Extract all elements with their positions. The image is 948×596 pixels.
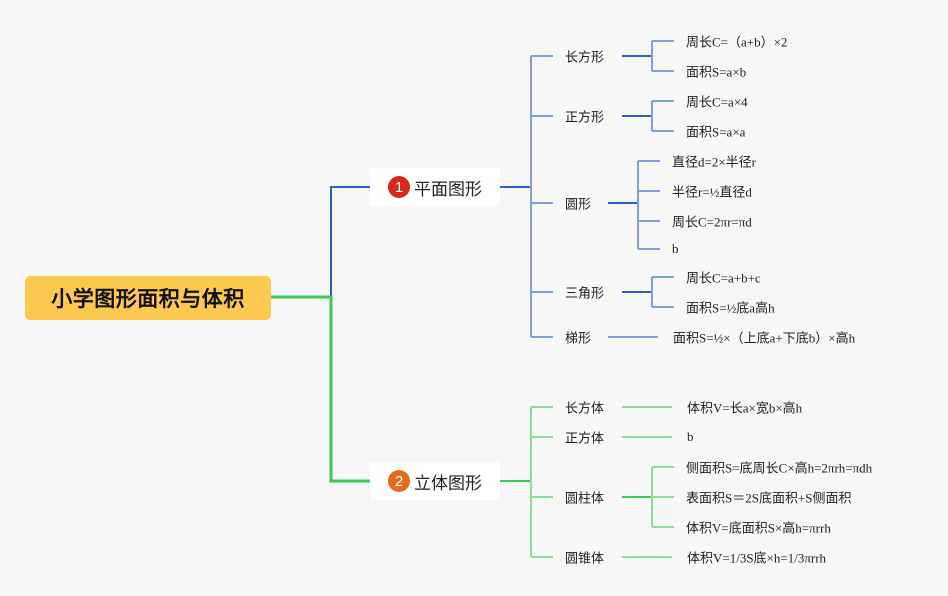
leaf-formula[interactable]: 周长C=a+b+c <box>686 270 761 286</box>
branch-node-solid-figures[interactable]: 2 立体图形 <box>370 462 500 500</box>
leaf-formula[interactable]: 面积S=a×a <box>686 124 746 140</box>
root-node[interactable]: 小学图形面积与体积 <box>25 276 271 320</box>
subnode[interactable]: 正方体 <box>565 431 605 447</box>
branch-label: 平面图形 <box>414 179 482 200</box>
subnode[interactable]: 圆形 <box>565 197 592 213</box>
connector-root-to-plane <box>271 186 370 298</box>
leaf-formula[interactable]: 面积S=a×b <box>686 64 747 80</box>
root-label: 小学图形面积与体积 <box>51 287 245 311</box>
leaf-formula[interactable]: 体积V=1/3S底×h=1/3πrrh <box>687 550 827 566</box>
number-badge-icon: 2 <box>388 470 410 492</box>
leaf-formula[interactable]: 侧面积S=底周长C×高h=2πrh=πdh <box>686 460 873 476</box>
subnode[interactable]: 梯形 <box>565 331 592 347</box>
leaf-formula[interactable]: 半径r=½直径d <box>672 184 752 200</box>
subnode[interactable]: 长方体 <box>565 401 605 417</box>
branch-node-plane-figures[interactable]: 1 平面图形 <box>370 168 500 206</box>
leaf-formula[interactable]: 面积S=½底a高h <box>686 300 775 316</box>
leaf-formula[interactable]: b <box>672 241 679 256</box>
leaf-formula[interactable]: 周长C=2πr=πd <box>672 214 752 230</box>
subnode[interactable]: 圆柱体 <box>565 491 605 507</box>
subnode[interactable]: 三角形 <box>565 286 605 302</box>
connector-root-to-solid <box>271 295 370 483</box>
leaf-formula[interactable]: 周长C=（a+b）×2 <box>686 34 788 50</box>
subnode[interactable]: 长方形 <box>565 50 605 66</box>
leaf-formula[interactable]: 面积S=½×（上底a+下底b）×高h <box>673 330 856 346</box>
leaf-formula[interactable]: 周长C=a×4 <box>686 94 748 110</box>
leaf-formula[interactable]: 表面积S＝2S底面积+S侧面积 <box>686 490 852 506</box>
subnode[interactable]: 正方形 <box>565 110 605 126</box>
leaf-formula[interactable]: 直径d=2×半径r <box>672 154 756 170</box>
leaf-formula[interactable]: 体积V=长a×宽b×高h <box>687 400 803 416</box>
leaf-formula[interactable]: b <box>687 429 694 444</box>
subnode[interactable]: 圆锥体 <box>565 551 605 567</box>
leaf-formula[interactable]: 体积V=底面积S×高h=πrrh <box>686 520 831 536</box>
branch-label: 立体图形 <box>414 473 482 494</box>
number-badge-icon: 1 <box>388 176 410 198</box>
